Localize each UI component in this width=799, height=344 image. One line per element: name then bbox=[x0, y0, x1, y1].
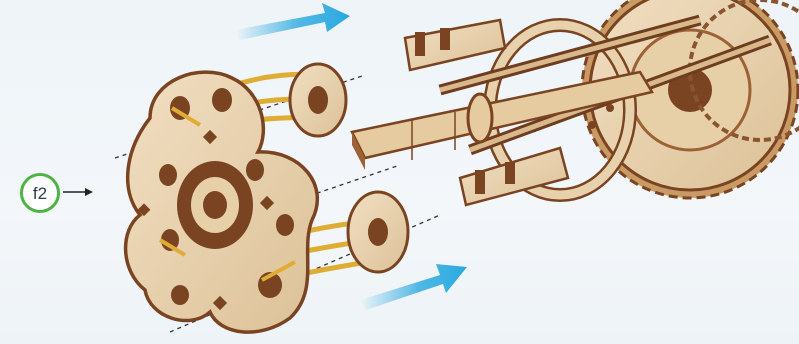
rubber-band-rotor bbox=[126, 64, 408, 332]
slotted-arm-top bbox=[405, 20, 505, 70]
pointer-arrow bbox=[63, 188, 93, 196]
rotor-plate bbox=[126, 72, 318, 332]
band-disc-top bbox=[290, 64, 346, 136]
step-label: f2 bbox=[33, 185, 47, 202]
direction-arrow-top bbox=[235, 3, 350, 40]
band-disc-bottom bbox=[348, 192, 408, 272]
gearbox-assembly bbox=[352, 0, 799, 205]
step-badge: f2 bbox=[20, 173, 60, 213]
